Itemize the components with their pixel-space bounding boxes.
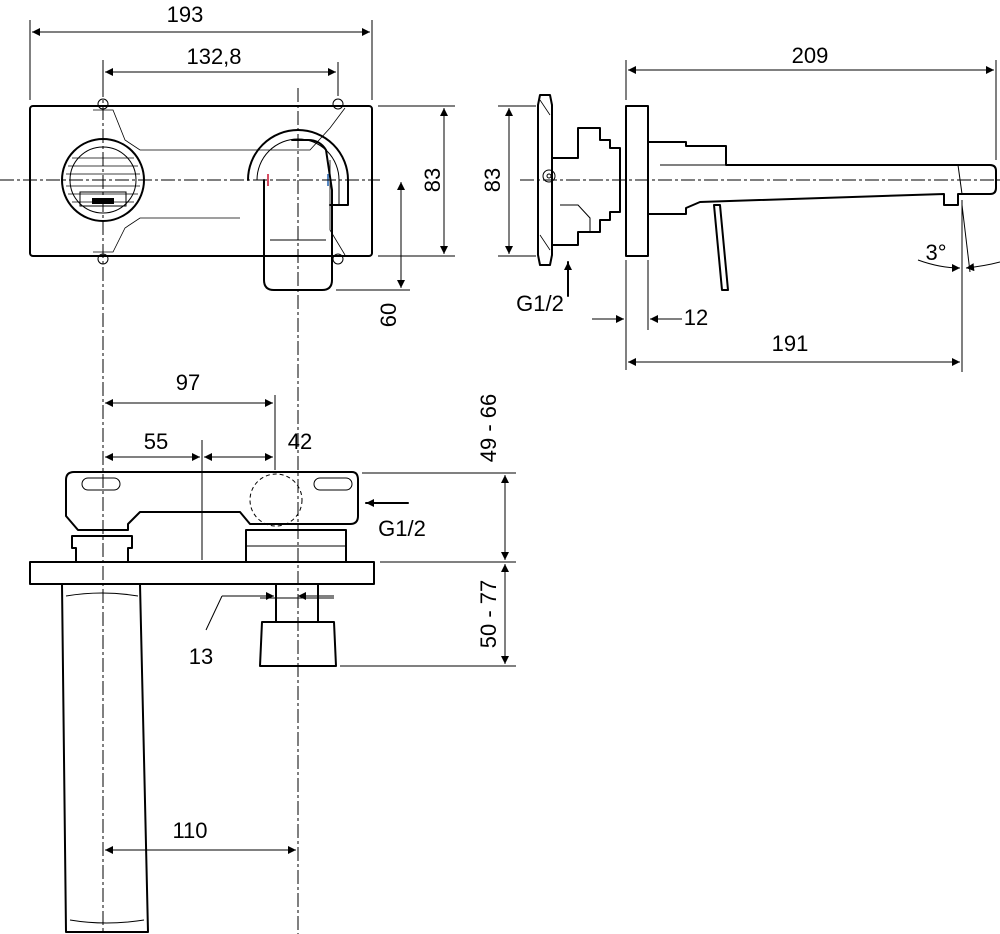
flange-hatch [539, 99, 551, 251]
mounting-flange [537, 94, 553, 266]
top-view: 97 55 42 49 - 66 50 - 77 G1/2 13 110 [29, 370, 516, 933]
mixer-rosette-inner [256, 138, 340, 205]
dim-spout-projection: 110 [172, 818, 207, 843]
label-inlet-top: G1/2 [378, 516, 426, 541]
dim-spout-length-total: 209 [792, 43, 829, 68]
fixing-screw-centre [546, 173, 552, 179]
dim-depth-range-bottom: 50 - 77 [476, 580, 501, 649]
cover-plate [29, 105, 373, 257]
lever-handle [263, 139, 333, 291]
bracket-outline [93, 107, 346, 151]
mount-hole-top-right [332, 98, 344, 110]
valve-body [551, 127, 621, 246]
dim-spout-reach: 191 [772, 331, 809, 356]
slot-left [81, 477, 121, 491]
spout-top-detail [65, 592, 139, 597]
spout-side [647, 141, 997, 215]
dim-plate-height-front: 83 [420, 168, 445, 192]
spout-connector [71, 535, 133, 563]
spout-top [61, 583, 149, 933]
dim-body-height-side: 83 [480, 168, 505, 192]
lever-top [259, 621, 337, 667]
lever-side [713, 204, 729, 291]
dim-overall-plate-width: 193 [167, 2, 204, 27]
label-inlet-side: G1/2 [516, 291, 564, 316]
wall-plate-side [625, 105, 649, 257]
dim-spout-axis-offset: 55 [144, 429, 168, 454]
spout-top-tip [69, 919, 145, 924]
mixer-bore-hidden [249, 473, 303, 527]
wall-plate-top [29, 561, 375, 585]
dim-mixer-axis-offset: 42 [288, 429, 312, 454]
bracket-outline-lower [93, 217, 240, 253]
side-view: 209 83 G1/2 12 191 3° [480, 43, 1000, 372]
cartridge-stem [275, 583, 319, 623]
front-view: 193 132,8 83 60 [0, 2, 455, 934]
fixing-screw [542, 169, 556, 183]
body-inlet-detail [560, 204, 591, 232]
mixer-rosette [247, 129, 349, 206]
valve-body-top [65, 471, 359, 531]
dim-cartridge-offset: 13 [189, 644, 213, 669]
slot-right [313, 477, 353, 491]
dim-lever-below-axis: 60 [376, 303, 401, 327]
dim-body-axis-spacing: 97 [176, 370, 200, 395]
dim-spout-angle: 3° [925, 240, 946, 265]
dim-depth-range-top: 49 - 66 [476, 394, 501, 463]
dim-mount-hole-spacing: 132,8 [186, 44, 241, 69]
dim-plate-thickness-gap: 12 [684, 305, 708, 330]
